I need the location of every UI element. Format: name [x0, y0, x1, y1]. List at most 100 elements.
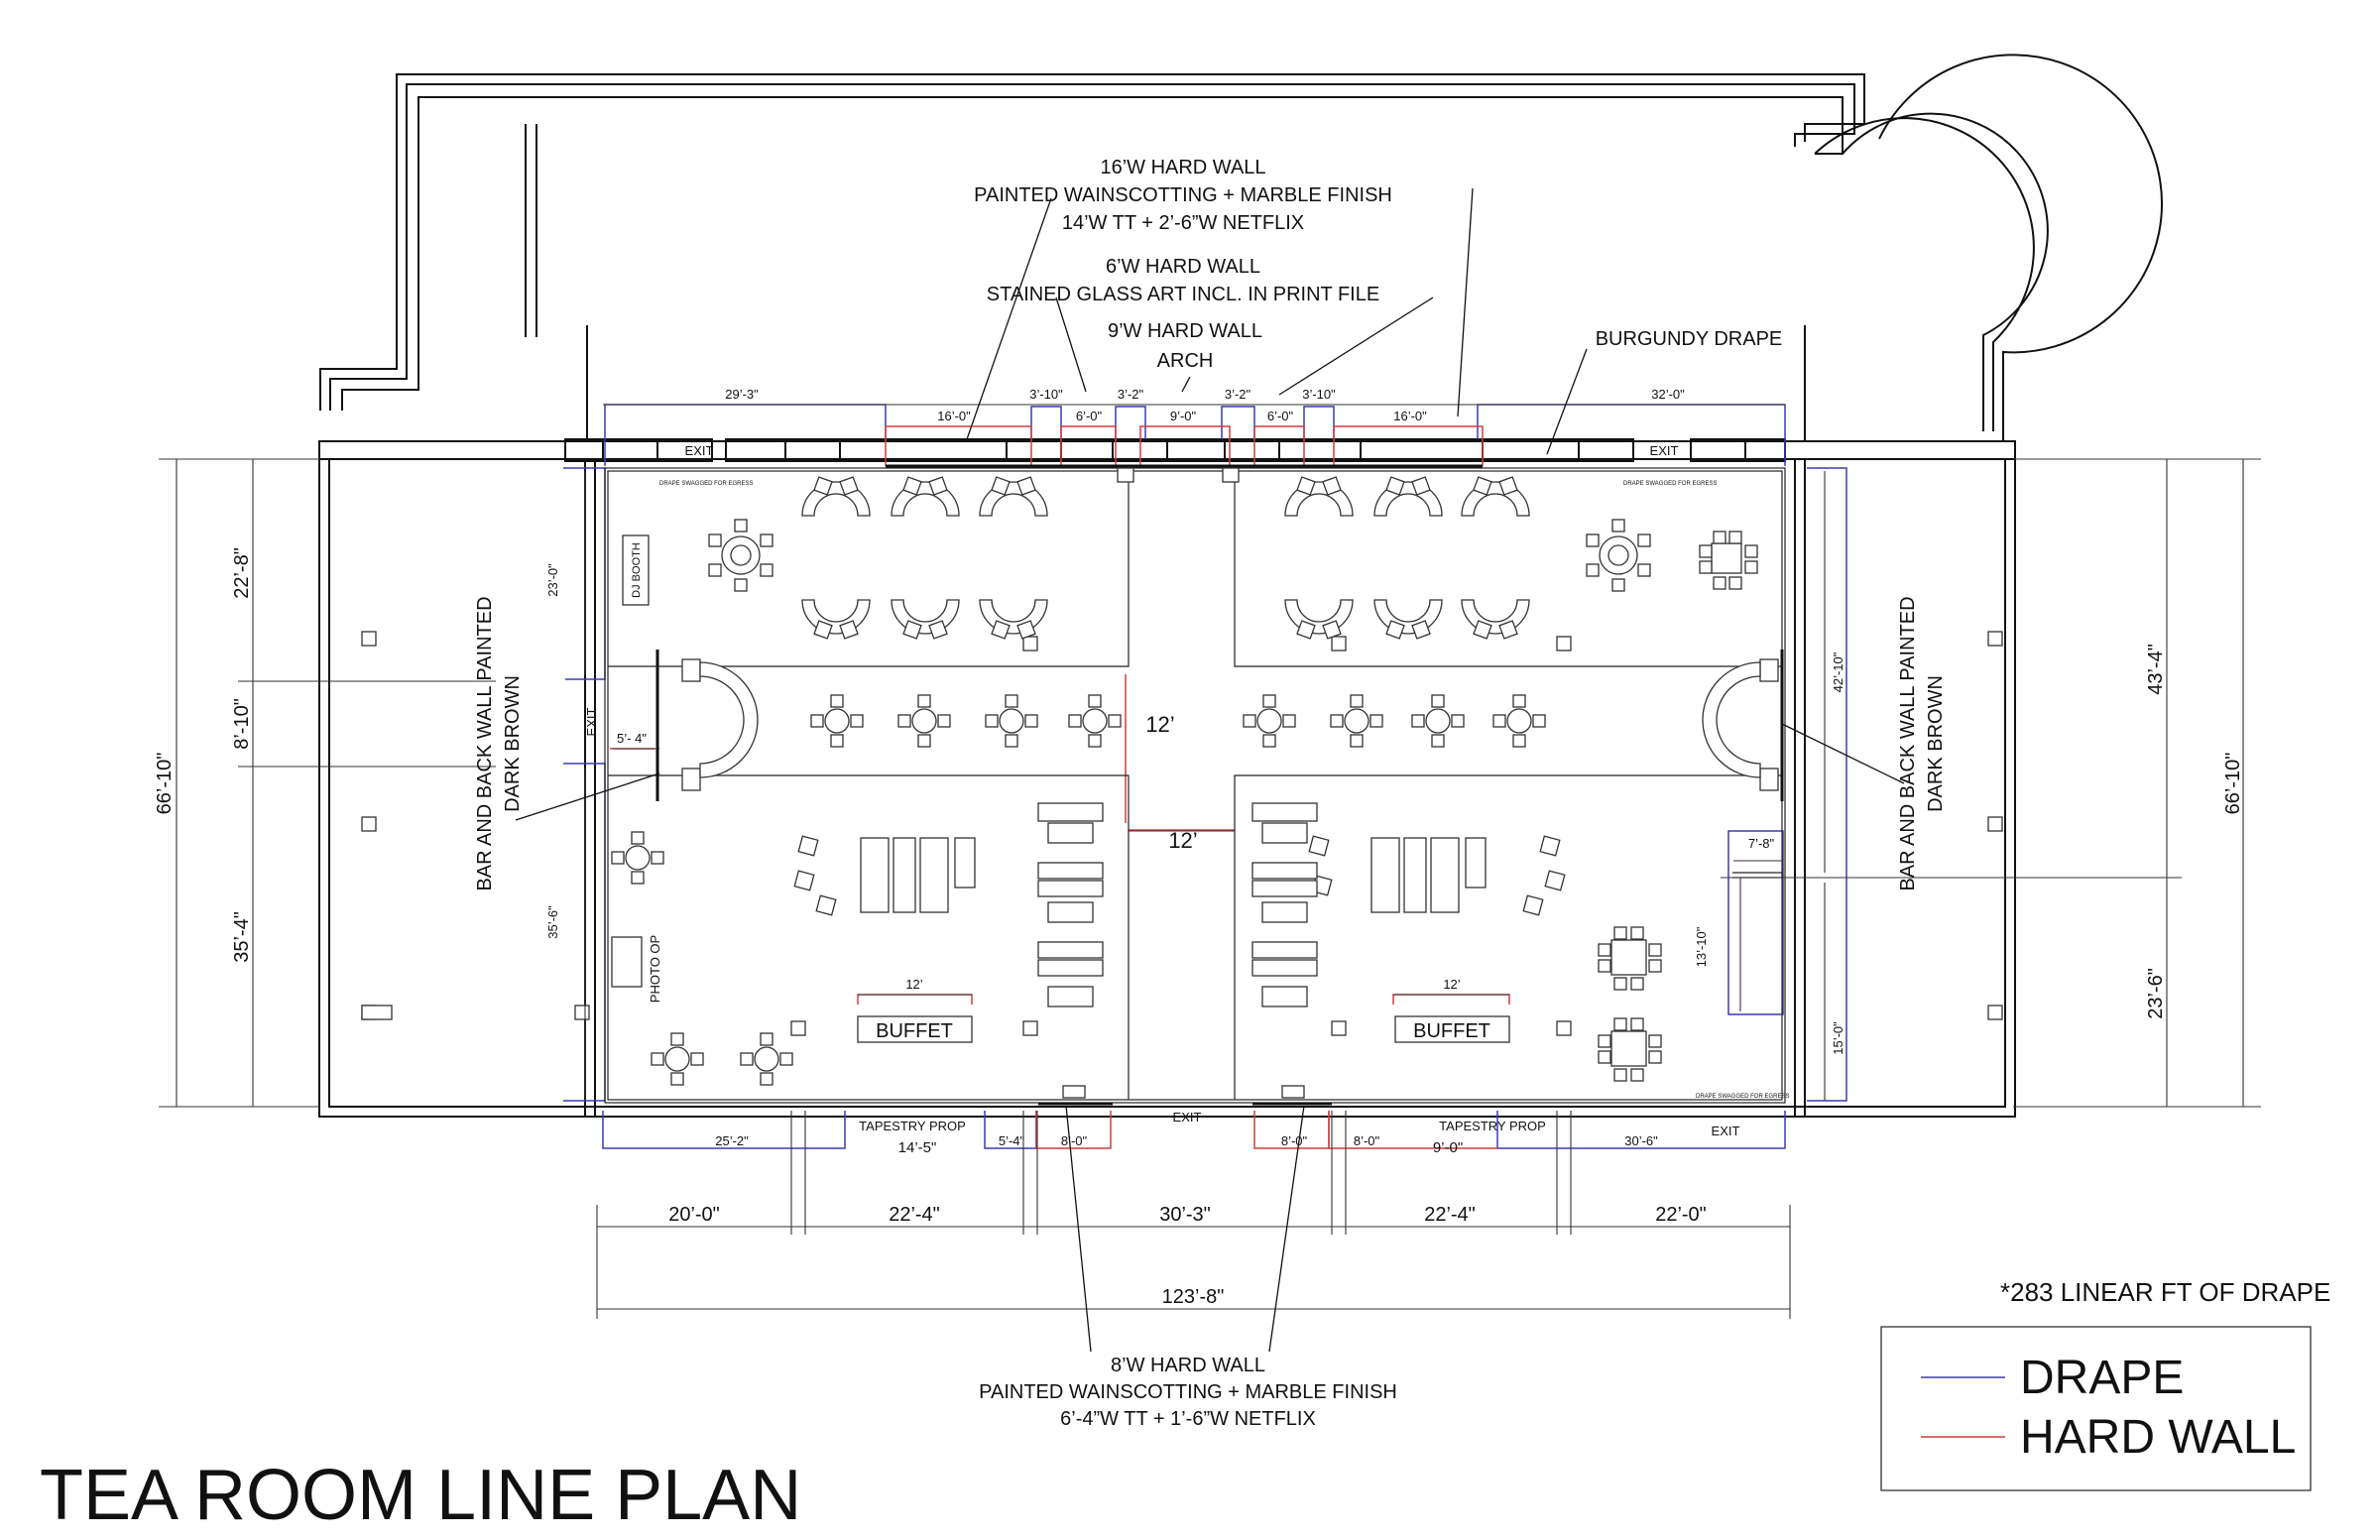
dim-right-lower: 23’-6": [2145, 968, 2167, 1019]
long-table: [1037, 862, 1104, 880]
dim-bottom-1: 14’-5": [898, 1139, 937, 1156]
dim-top-8: 3’-10": [1302, 387, 1336, 402]
dim-top-4: 3’-2": [1118, 387, 1144, 402]
dimension-lines: [159, 404, 2261, 1319]
long-table: [1037, 802, 1104, 822]
dim-top-5: 9’-0": [1170, 409, 1197, 423]
lounge-chair: [1544, 870, 1566, 891]
aisle-dim-horizontal: 12’: [1145, 712, 1174, 737]
lounge-chair: [1539, 835, 1561, 857]
chair: [1713, 531, 1726, 544]
tapestry-right-label: TAPESTRY PROP: [1439, 1119, 1546, 1133]
long-table: [1251, 880, 1318, 897]
chair: [1598, 943, 1611, 957]
chair: [1282, 714, 1296, 728]
round-table: [1506, 708, 1532, 734]
dim-right-notch-h: 13’-10": [1694, 926, 1709, 967]
stool: [708, 563, 722, 577]
interior-room: [604, 464, 1786, 1106]
tapestry-prop-box: [1281, 1085, 1305, 1099]
chair: [1492, 714, 1506, 728]
dim-left-upper: 22’-8": [231, 547, 253, 599]
buffet-left-label: BUFFET: [876, 1020, 953, 1042]
lounge-chair: [928, 620, 948, 640]
long-table: [1251, 941, 1318, 959]
dim-top-7: 6’-0": [1267, 409, 1294, 423]
chair: [670, 1072, 684, 1086]
chair: [1630, 977, 1644, 991]
lounge-chair: [1385, 476, 1405, 496]
lounge-chair: [1473, 476, 1492, 496]
long-table: [1047, 822, 1094, 844]
curved-sofa: [891, 481, 960, 517]
lounge-chair: [797, 835, 819, 857]
dim-top-9: 16’-0": [1393, 409, 1427, 423]
coffee-table: [1403, 837, 1427, 913]
dim-bottom-4: 8’-0": [1281, 1133, 1308, 1148]
stool: [1611, 578, 1625, 592]
chair: [850, 714, 864, 728]
stool: [760, 563, 774, 577]
bar-right: [1702, 658, 1779, 791]
round-table: [1344, 708, 1369, 734]
note-bar-left: BAR AND BACK WALL PAINTED DARK BROWN: [474, 596, 524, 890]
tapestry-prop-box: [1062, 1085, 1086, 1099]
drape-swagged-note-right: DRAPE SWAGGED FOR EGRESS: [1623, 481, 1717, 487]
lounge-chair: [902, 476, 922, 496]
curved-sofa: [1284, 481, 1354, 517]
long-table: [1261, 901, 1308, 923]
note-top-9w: 9’W HARD WALL ARCH: [1108, 320, 1262, 372]
curved-sofa: [979, 481, 1048, 517]
chair: [690, 1052, 704, 1066]
chair: [1088, 734, 1102, 748]
furniture: [361, 476, 1758, 1099]
top-door-strip: [564, 438, 1786, 462]
curved-sofa: [979, 599, 1048, 635]
base-dimensions: 20’-0" 22’-4" 30’-3" 22’-4" 22’-0" 123’-…: [668, 1204, 1707, 1308]
lounge-chair: [1016, 476, 1036, 496]
lounge-chair: [1498, 620, 1518, 640]
dim-bar-gap: 5’- 4": [617, 731, 647, 746]
sofa: [1430, 837, 1460, 913]
cocktail-table-top: [1607, 544, 1629, 566]
aisle-dim-vertical: 12’: [1168, 828, 1197, 853]
dj-booth-label: DJ BOOTH: [631, 542, 643, 598]
stool: [734, 578, 748, 592]
lounge-chair: [1296, 476, 1316, 496]
photo-op-label: PHOTO OP: [648, 935, 662, 1003]
curved-sofa: [1373, 481, 1443, 517]
chair: [670, 1032, 684, 1046]
chair: [1630, 926, 1644, 940]
chair: [1512, 694, 1526, 708]
buffet-left-dim: 12’: [905, 977, 922, 992]
round-table: [625, 845, 651, 871]
note-top2-line1: 6’W HARD WALL: [1106, 256, 1260, 278]
lounge-chair: [1308, 835, 1330, 857]
chair: [1350, 694, 1364, 708]
lounge-chair: [1411, 620, 1431, 640]
note-bottom-line3: 6’-4”W TT + 1’-6”W NETFLIX: [1060, 1408, 1316, 1430]
leader-lines: [515, 187, 1905, 1353]
dim-bottom-0: 25’-2": [715, 1133, 749, 1148]
legend: DRAPE HARD WALL: [1880, 1326, 2312, 1491]
chair: [985, 714, 999, 728]
chair: [651, 1052, 664, 1066]
chair: [1744, 544, 1758, 558]
chair: [1532, 714, 1546, 728]
dim-top-2: 3’-10": [1029, 387, 1063, 402]
lounge-chair: [1322, 476, 1342, 496]
chair: [1108, 714, 1122, 728]
dim-left-middle: 8’-10": [231, 698, 253, 750]
lounge-chair: [928, 476, 948, 496]
lounge-chair: [813, 476, 833, 496]
dim-base-2: 30’-3": [1159, 1204, 1211, 1226]
lounge-chair: [1498, 476, 1518, 496]
dim-right-overall: 66’-10": [2222, 753, 2244, 815]
dim-right-inner-upper: 42’-10": [1831, 652, 1845, 692]
chair: [651, 851, 664, 865]
curved-sofa: [1373, 599, 1443, 635]
curved-sofa: [1461, 599, 1530, 635]
chair: [1512, 734, 1526, 748]
square-table: [1610, 1030, 1647, 1067]
lounge-chair: [902, 620, 922, 640]
